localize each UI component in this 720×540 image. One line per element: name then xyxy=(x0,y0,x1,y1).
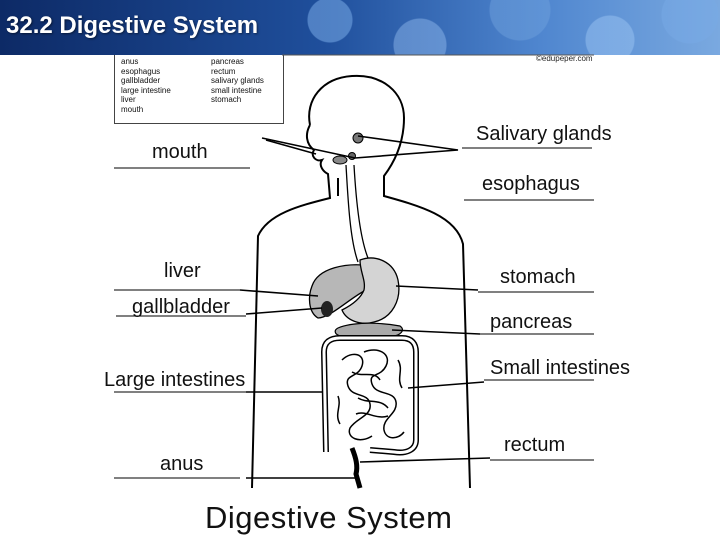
label-esophagus: esophagus xyxy=(482,173,580,195)
pointer-lines xyxy=(239,135,491,479)
large-intestine-lumen xyxy=(322,336,418,454)
label-pancreas: pancreas xyxy=(490,311,573,333)
word-bank-item: esophagus xyxy=(121,66,161,76)
pointer-line-salivary xyxy=(261,135,459,159)
gallbladder xyxy=(321,301,333,317)
salivary-glands xyxy=(332,132,364,165)
credit-text: ©edupeper.com xyxy=(536,54,593,63)
label-gallbladder: gallbladder xyxy=(132,296,230,318)
title-bar: 32.2 Digestive System xyxy=(0,0,720,55)
esophagus xyxy=(345,164,369,263)
word-bank-item: pancreas xyxy=(211,57,244,66)
label-small-intestines: Small intestines xyxy=(490,357,631,379)
label-anus: anus xyxy=(160,453,204,475)
word-bank-item: stomach xyxy=(211,95,242,105)
answer-blanks xyxy=(114,147,594,479)
word-bank-item: liver xyxy=(121,95,136,105)
pointer-line-pancreas xyxy=(391,329,481,335)
label-mouth: mouth xyxy=(152,141,208,163)
word-bank-item: gallbladder xyxy=(121,76,161,86)
label-stomach: stomach xyxy=(500,266,576,288)
pointer-line-mouth xyxy=(265,139,317,155)
word-bank-column-right: pancreas rectum salivary glands small in… xyxy=(211,57,264,105)
word-bank-item: rectum xyxy=(211,66,236,76)
word-bank-column-left: anus esophagus gallbladder large intesti… xyxy=(121,57,171,115)
word-bank-item: small intestine xyxy=(211,85,262,95)
diagram-title: Digestive System xyxy=(205,500,453,535)
large-intestine xyxy=(320,335,419,456)
pointer-line-rectum xyxy=(359,457,491,463)
page-title: 32.2 Digestive System xyxy=(6,12,259,39)
label-rectum: rectum xyxy=(504,434,566,456)
pointer-line-gallbladder xyxy=(245,307,323,315)
label-salivary-glands: Salivary glands xyxy=(476,123,612,145)
word-bank-item: large intestine xyxy=(121,85,171,95)
pointer-line-small-intestines xyxy=(407,381,485,389)
word-bank-item: salivary glands xyxy=(211,76,264,86)
label-liver: liver xyxy=(164,260,201,282)
word-bank-item: anus xyxy=(121,57,139,66)
pointer-line-stomach xyxy=(395,285,479,291)
stomach xyxy=(341,257,400,324)
small-intestine xyxy=(336,349,405,441)
body-outline xyxy=(251,74,471,489)
word-bank-item: mouth xyxy=(121,104,144,114)
label-large-intestines: Large intestines xyxy=(104,369,246,391)
pointer-line-liver xyxy=(239,289,319,297)
rectum xyxy=(349,447,363,489)
word-bank: anus esophagus gallbladder large intesti… xyxy=(114,55,284,124)
